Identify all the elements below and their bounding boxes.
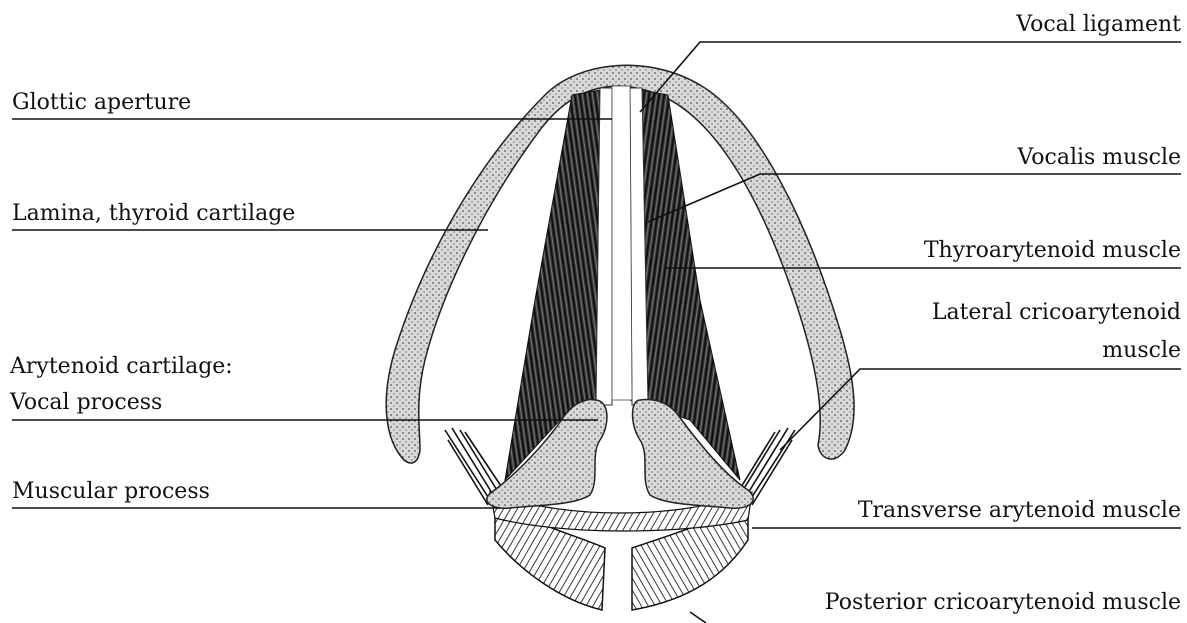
label-vocal-process: Vocal process (10, 390, 162, 416)
label-thyroarytenoid-muscle: Thyroarytenoid muscle (924, 238, 1181, 264)
glottic-aperture (612, 86, 632, 400)
label-glottic-aperture: Glottic aperture (12, 90, 191, 116)
leader-vocalis-muscle (648, 174, 1181, 222)
label-lateral-cricoarytenoid-line2: muscle (1102, 338, 1181, 364)
label-vocalis-muscle: Vocalis muscle (1017, 145, 1181, 171)
label-vocal-ligament: Vocal ligament (1016, 12, 1181, 38)
label-muscular-process: Muscular process (12, 479, 210, 505)
label-lateral-cricoarytenoid-line1: Lateral cricoarytenoid (932, 300, 1181, 326)
leader-posterior-cricoarytenoid (690, 612, 706, 623)
label-posterior-cricoarytenoid-muscle: Posterior cricoarytenoid muscle (825, 590, 1181, 616)
label-arytenoid-cartilage: Arytenoid cartilage: (10, 354, 233, 380)
label-lamina-thyroid-cartilage: Lamina, thyroid cartilage (12, 201, 295, 227)
label-transverse-arytenoid-muscle: Transverse arytenoid muscle (858, 498, 1181, 524)
